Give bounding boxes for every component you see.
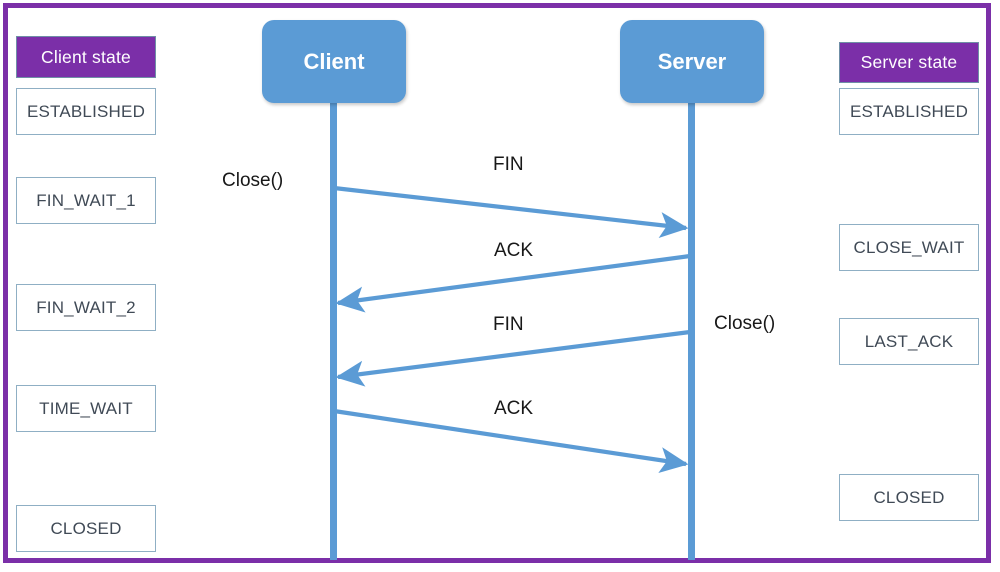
server-state-last-ack: LAST_ACK [839, 318, 979, 365]
server-state-close-wait: CLOSE_WAIT [839, 224, 979, 271]
message-label-ack-2: ACK [494, 398, 534, 419]
message-label-fin-2: FIN [493, 314, 524, 335]
client-state-established: ESTABLISHED [16, 88, 156, 135]
message-label-ack-1: ACK [494, 240, 534, 261]
server-state-established: ESTABLISHED [839, 88, 979, 135]
client-state-fin-wait-1: FIN_WAIT_1 [16, 177, 156, 224]
client-state-header: Client state [16, 36, 156, 78]
participant-client[interactable]: Client [262, 20, 406, 103]
client-state-time-wait: TIME_WAIT [16, 385, 156, 432]
message-label-fin-1: FIN [493, 154, 524, 175]
participant-server[interactable]: Server [620, 20, 764, 103]
call-label-client-close: Close() [222, 170, 284, 191]
client-state-fin-wait-2: FIN_WAIT_2 [16, 284, 156, 331]
call-label-server-close: Close() [714, 313, 776, 334]
server-state-closed: CLOSED [839, 474, 979, 521]
client-lifeline [330, 96, 337, 560]
client-state-closed: CLOSED [16, 505, 156, 552]
server-lifeline [688, 96, 695, 560]
server-state-header: Server state [839, 42, 979, 83]
